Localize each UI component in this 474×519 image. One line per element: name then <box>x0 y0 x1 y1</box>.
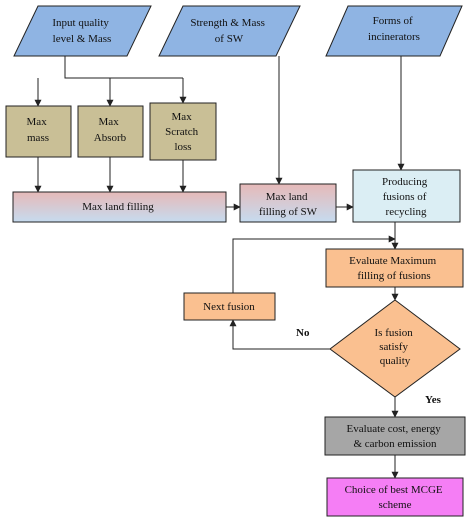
max-scratch-label: Max Scratch loss <box>165 111 201 153</box>
is-fusion-label: Is fusion satisfy quality <box>375 327 416 367</box>
evaluate-maximum-node: Evaluate Maximum filling of fusions <box>325 248 464 288</box>
is-fusion-decision: Is fusion satisfy quality <box>329 299 461 398</box>
arrow-input-to-landfilling <box>64 56 183 79</box>
max-mass-node: Max mass <box>5 105 72 158</box>
arrow-next-fusion-up <box>232 235 396 293</box>
producing-fusions-label: Producing fusions of recycling <box>382 176 430 218</box>
yes-label: Yes <box>425 394 442 406</box>
max-absorb-node: Max Absorb <box>77 105 144 158</box>
max-land-filling-node: Max land filling <box>12 191 227 223</box>
connectors <box>34 56 405 479</box>
strength-mass-label: Strength & Mass of SW <box>190 17 267 45</box>
max-mass-label: Max mass <box>27 116 50 144</box>
input-quality-node: Input quality level & Mass <box>13 5 152 57</box>
evaluate-cost-node: Evaluate cost, energy & carbon emission <box>324 416 466 456</box>
max-land-filling-sw-node: Max land filling of SW <box>239 183 337 223</box>
max-absorb-label: Max Absorb <box>94 116 127 144</box>
max-land-filling-sw-label: Max land filling of SW <box>259 191 318 218</box>
evaluate-maximum-label: Evaluate Maximum filling of fusions <box>349 255 439 282</box>
no-label: No <box>296 327 310 339</box>
max-land-filling-label: Max land filling <box>82 201 154 213</box>
arrow-no-loop <box>229 319 330 350</box>
producing-fusions-node: Producing fusions of recycling <box>352 169 461 223</box>
forms-incinerators-label: Forms of incinerators <box>368 15 420 43</box>
evaluate-cost-label: Evaluate cost, energy & carbon emission <box>347 423 444 450</box>
choice-best-label: Choice of best MCGE scheme <box>345 484 446 511</box>
next-fusion-label: Next fusion <box>203 301 255 313</box>
max-scratch-node: Max Scratch loss <box>149 102 217 161</box>
choice-best-node: Choice of best MCGE scheme <box>326 477 464 517</box>
next-fusion-node: Next fusion <box>183 292 276 321</box>
forms-incinerators-node: Forms of incinerators <box>325 5 463 57</box>
strength-mass-node: Strength & Mass of SW <box>158 5 301 57</box>
input-quality-label: Input quality level & Mass <box>52 17 111 45</box>
